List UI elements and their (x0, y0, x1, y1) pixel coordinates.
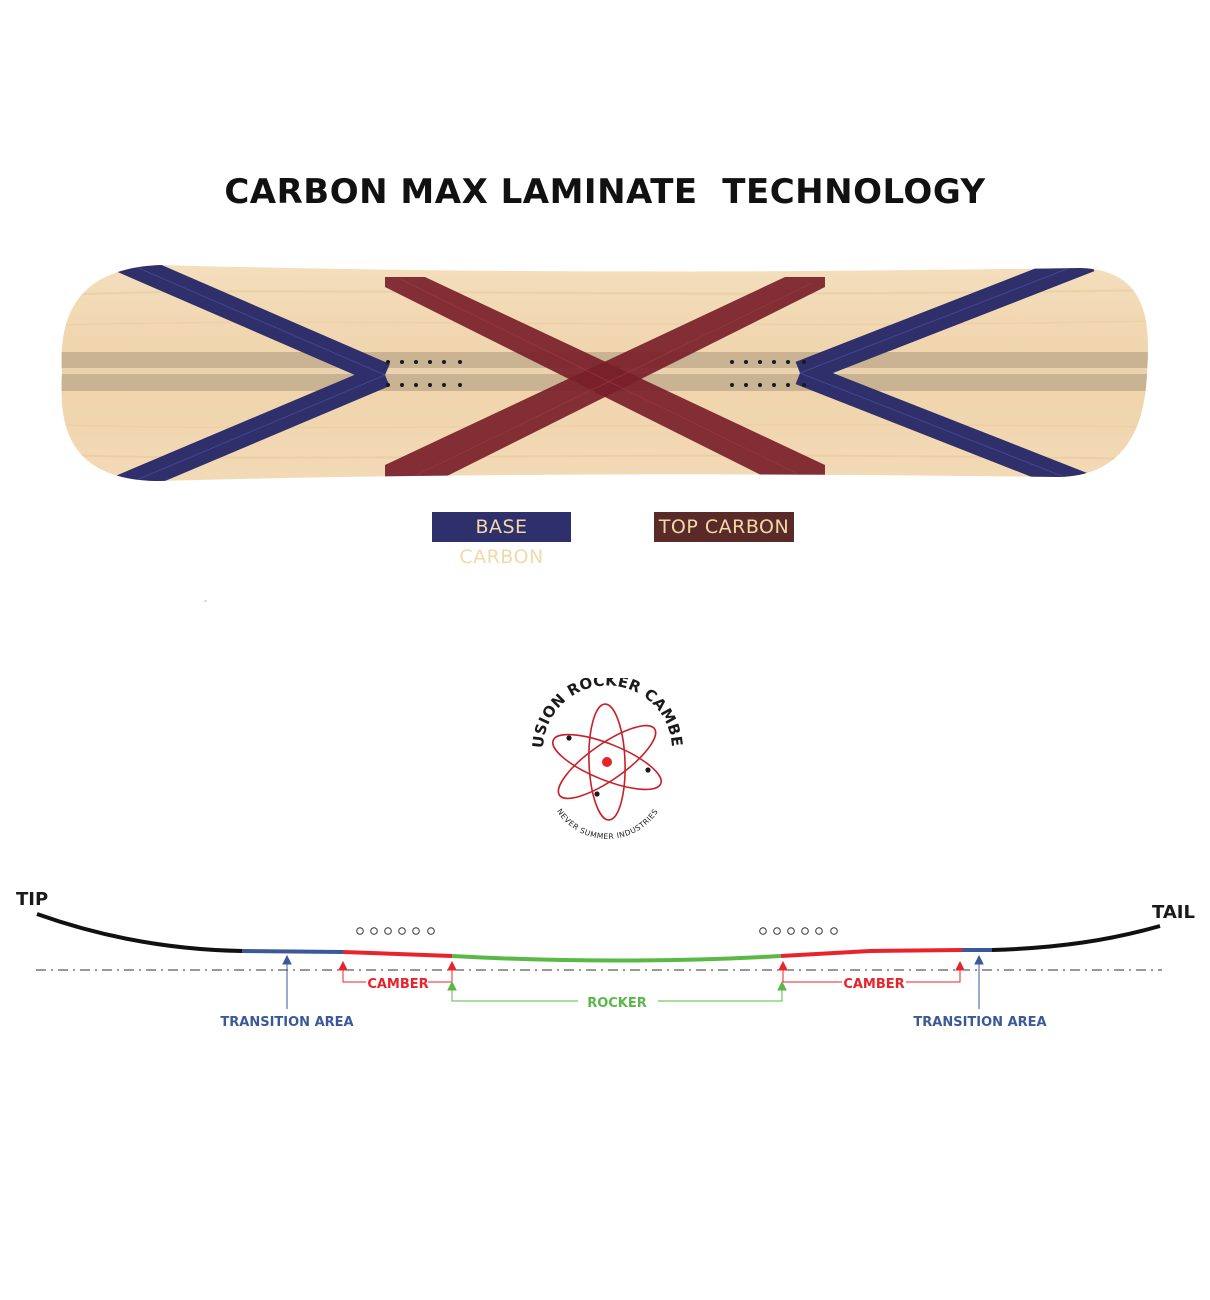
transition-left-arrow (282, 954, 292, 1009)
camber-profile-diagram: TIP TAIL TRANSITION AREA TRANSITION AREA… (16, 889, 1195, 1030)
legend-top-carbon: TOP CARBON (654, 512, 794, 542)
atom-icon (552, 703, 662, 821)
camber-right-bracket (778, 960, 965, 983)
insert-holes-icon (386, 360, 806, 387)
transition-left-segment (241, 949, 344, 954)
svg-text:NEVER SUMMER INDUSTRIES: NEVER SUMMER INDUSTRIES (555, 807, 660, 841)
tail-label: TAIL (1152, 902, 1195, 923)
fusion-rocker-camber-logo: FUSION ROCKER CAMBER NEVER SUMMER INDUST… (525, 678, 686, 841)
rocker-bracket (447, 980, 787, 1002)
stray-mark (204, 600, 207, 602)
camber-right-segment (780, 948, 963, 958)
camber-left-bracket (338, 960, 457, 983)
tail-segment (991, 924, 1161, 952)
page-title: CARBON MAX LAMINATE TECHNOLOGY (224, 172, 986, 212)
camber-right-label: CAMBER (843, 977, 904, 992)
binding-holes-right (759, 927, 838, 935)
camber-left-label: CAMBER (367, 977, 428, 992)
tip-label: TIP (16, 889, 48, 910)
transition-right-arrow (974, 954, 984, 1009)
camber-left-segment (342, 950, 453, 958)
logo-sub-text: NEVER SUMMER INDUSTRIES (555, 807, 659, 841)
tip-segment (36, 912, 243, 953)
rocker-segment (451, 954, 782, 963)
transition-left-label: TRANSITION AREA (220, 1015, 353, 1030)
base-carbon-strips (115, 265, 1095, 481)
binding-holes-left (356, 927, 435, 935)
snowboard-graphic (61, 265, 1148, 481)
logo-arc-text: FUSION ROCKER CAMBER (525, 678, 686, 749)
svg-text:FUSION ROCKER CAMBER: FUSION ROCKER CAMBER (525, 678, 686, 749)
rocker-label: ROCKER (587, 996, 647, 1011)
top-carbon-strips (385, 277, 825, 481)
transition-right-label: TRANSITION AREA (913, 1015, 1046, 1030)
legend-base-carbon: BASE CARBON (432, 512, 571, 568)
